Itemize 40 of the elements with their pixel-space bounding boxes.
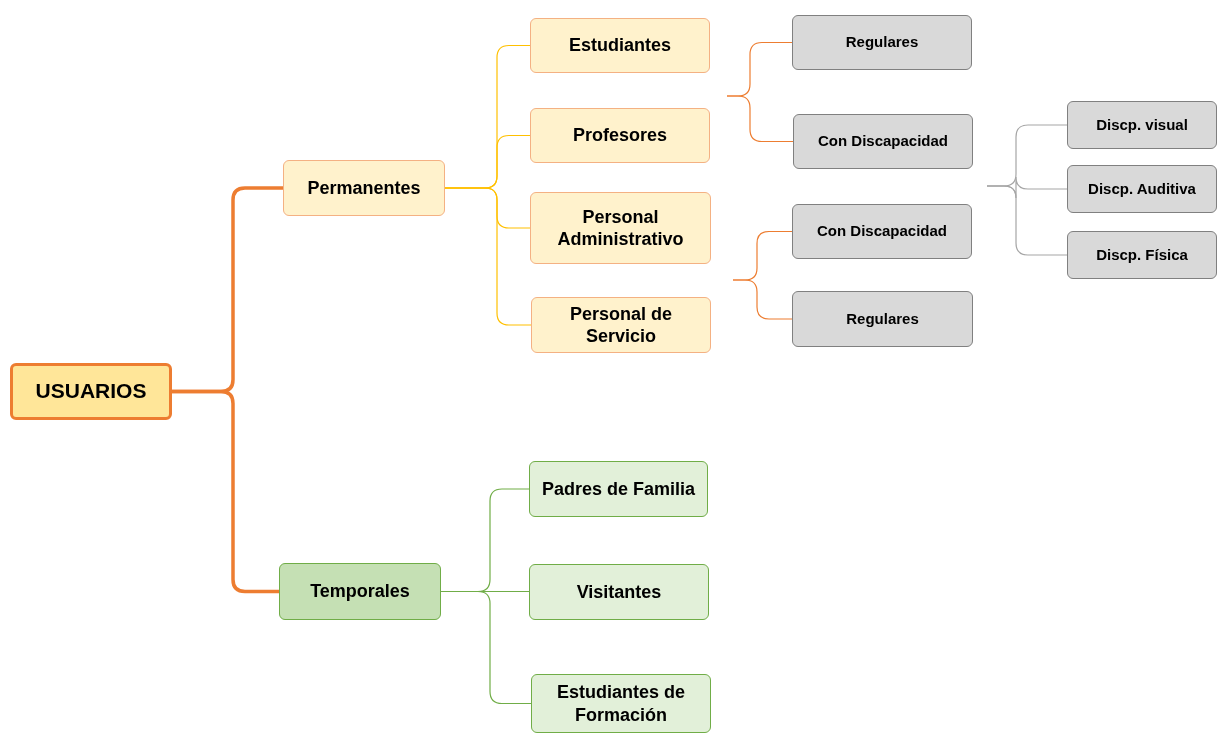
category-box: [793, 114, 973, 169]
category-box: [530, 18, 710, 73]
category-box: [283, 160, 445, 216]
bracket-line: [172, 389, 279, 594]
category-box: [1067, 165, 1217, 213]
category-box: [529, 461, 708, 517]
box-label: Permanentes: [307, 176, 421, 200]
box-label: Personal de Servicio: [568, 302, 673, 348]
category-box: [530, 192, 711, 264]
box-label: Discp. Auditiva: [1088, 179, 1196, 199]
category-box: [1067, 231, 1217, 279]
bracket-line: [440, 590, 532, 705]
box-label: Temporales: [310, 580, 410, 603]
bracket-line: [986, 185, 1068, 256]
root-box: [10, 363, 172, 420]
bracket-line: [444, 187, 532, 326]
box-label: Con Discapacidad: [817, 132, 948, 151]
box-label: Padres de Familia: [541, 477, 696, 501]
category-box: [792, 291, 973, 347]
bracket-line: [726, 95, 794, 143]
box-label: Regulares: [846, 309, 919, 329]
box-label: Discp. visual: [1096, 115, 1188, 135]
box-label: Visitantes: [576, 580, 662, 604]
category-box: [529, 564, 709, 620]
box-label: Personal Administrativo: [556, 205, 685, 251]
box-label: Regulares: [845, 33, 919, 52]
category-box: [530, 108, 710, 163]
category-box: [531, 297, 711, 353]
category-box: [792, 15, 972, 70]
box-label: Estudiantes de Formación: [556, 681, 686, 726]
box-label: Con Discapacidad: [816, 222, 947, 241]
box-label: Discp. Física: [1096, 245, 1188, 265]
category-box: [792, 204, 972, 259]
box-label: Estudiantes: [569, 34, 671, 57]
category-box: [1067, 101, 1217, 149]
box-label: Profesores: [572, 124, 667, 147]
category-box: [279, 563, 441, 620]
category-box: [531, 674, 711, 733]
box-label: USUARIOS: [35, 378, 147, 405]
bracket-line: [732, 279, 793, 320]
